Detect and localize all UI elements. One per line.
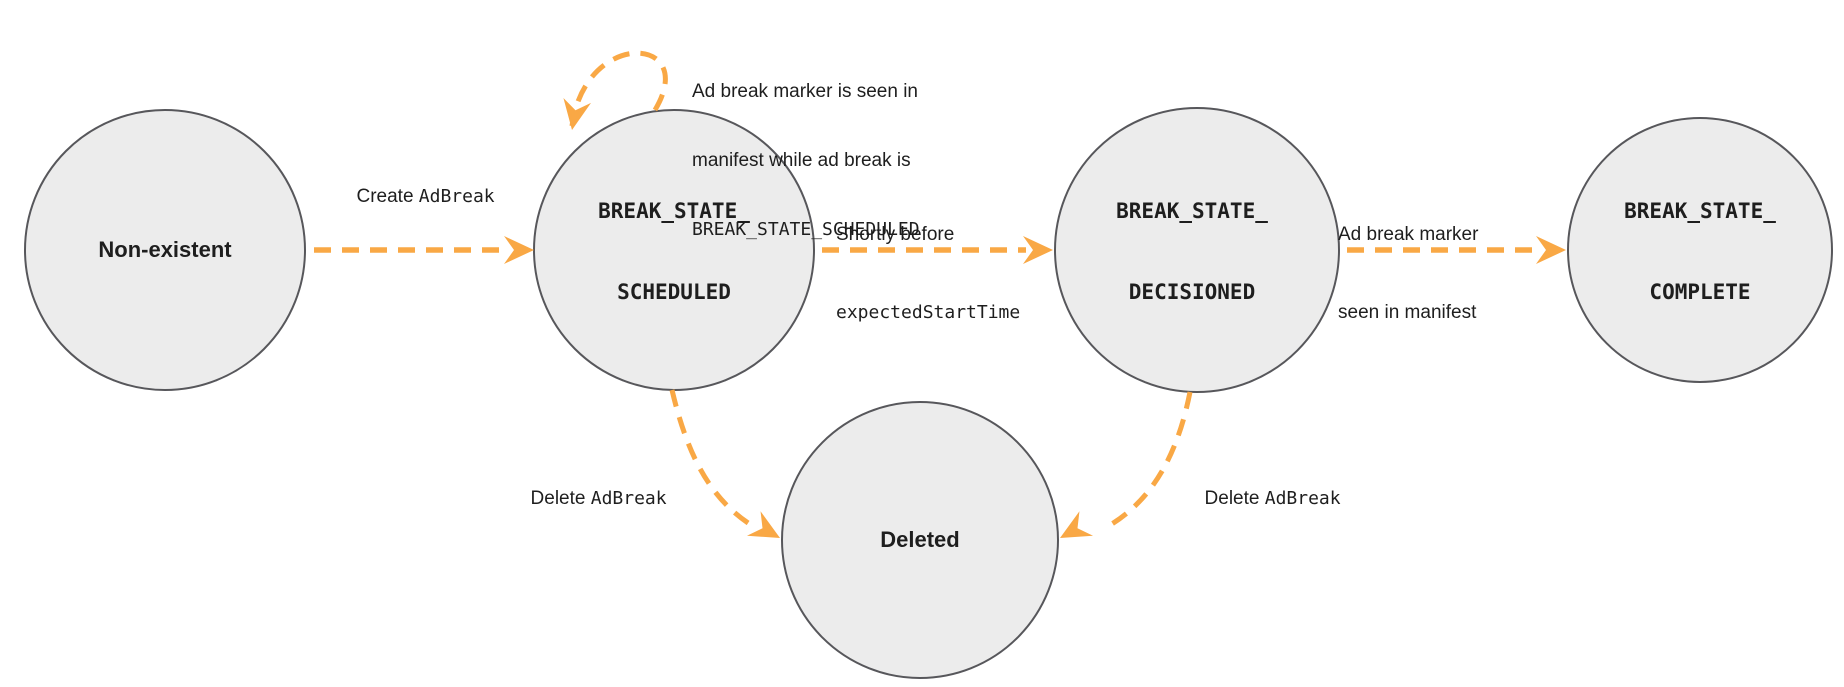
edge-label-create-text: Create (356, 186, 419, 207)
state-label-deleted: Deleted (880, 527, 960, 552)
state-label-scheduled-line1: BREAK_STATE_ (598, 199, 750, 223)
edge-label-self-loop-code: BREAK_STATE_SCHEDULED (692, 219, 920, 240)
edge-label-self-loop-line2: manifest while ad break is (692, 150, 911, 171)
edge-label-self-loop-line1: Ad break marker is seen in (692, 81, 918, 102)
state-label-scheduled: BREAK_STATE_ SCHEDULED (598, 144, 750, 360)
state-node-deleted (781, 401, 1059, 679)
state-label-non-existent: Non-existent (98, 237, 232, 262)
edge-label-marker-seen-line2: seen in manifest (1338, 302, 1477, 323)
state-node-decisioned (1054, 107, 1340, 393)
edge-label-delete-left-text: Delete (530, 488, 591, 509)
edge-label-delete-left-code: AdBreak (590, 488, 667, 509)
edge-label-create-adbreak: Create AdBreak (335, 158, 494, 236)
edge-label-delete-right-text: Delete (1204, 488, 1265, 509)
arrowhead-delete-right (1060, 511, 1094, 538)
edge-label-delete-adbreak-right: Delete AdBreak (1183, 460, 1341, 538)
arrowhead-delete-left (746, 511, 780, 538)
state-label-complete-line2: COMPLETE (1649, 280, 1751, 304)
edge-label-shortly-text: Shortly before (836, 224, 955, 245)
transition-arrow-self-loop (569, 50, 668, 127)
state-label-decisioned-line2: DECISIONED (1128, 280, 1256, 304)
state-node-complete (1567, 117, 1833, 383)
transition-arrow-delete-right (1103, 391, 1193, 531)
edge-label-self-loop: Ad break marker is seen in manifest whil… (692, 34, 920, 287)
arrowhead-create (504, 236, 534, 264)
state-label-complete: BREAK_STATE_ COMPLETE (1624, 144, 1776, 360)
edge-label-shortly-code: expectedStartTime (836, 302, 1021, 323)
transition-arrow-delete-left (669, 389, 758, 531)
state-label-decisioned-line1: BREAK_STATE_ (1116, 199, 1268, 223)
state-label-scheduled-line2: SCHEDULED (617, 280, 731, 304)
state-label-decisioned: BREAK_STATE_ DECISIONED (1116, 144, 1268, 360)
arrowhead-shortly-before (1023, 236, 1053, 264)
edge-label-marker-seen-line1: Ad break marker (1338, 224, 1479, 245)
arrowhead-self-loop (563, 98, 591, 130)
state-node-non-existent (24, 109, 306, 391)
arrowhead-marker-seen (1536, 236, 1566, 264)
edge-label-create-code: AdBreak (418, 186, 495, 207)
edge-label-shortly-before: Shortly before expectedStartTime (836, 170, 1020, 378)
edge-label-delete-adbreak-left: Delete AdBreak (509, 460, 667, 538)
edge-label-marker-seen: Ad break marker seen in manifest (1338, 170, 1478, 378)
state-label-complete-line1: BREAK_STATE_ (1624, 199, 1776, 223)
edge-label-delete-right-code: AdBreak (1264, 488, 1341, 509)
